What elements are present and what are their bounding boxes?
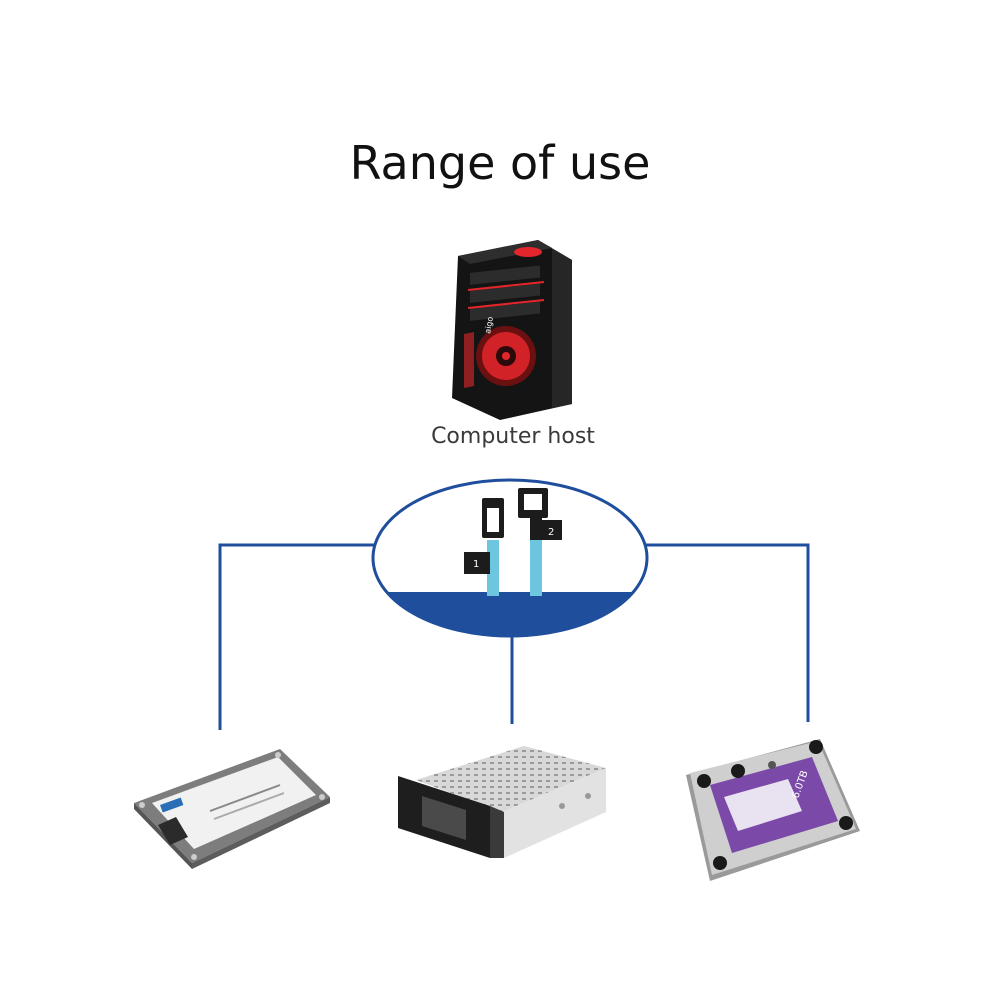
page-title: Range of use: [349, 136, 651, 190]
computer-host-image: aigo: [452, 240, 572, 420]
hard-disk-drive-icon: 6.0TB: [686, 739, 860, 881]
pc-tower-icon: aigo: [452, 240, 572, 420]
line-to-ssd: [218, 543, 376, 730]
ssd-drive-icon: [134, 749, 330, 869]
connector-lines: [218, 543, 810, 730]
line-to-hdd: [644, 543, 810, 722]
drive-bay-enclosure-icon: [398, 746, 606, 858]
pc-logo-text: aigo: [483, 316, 495, 335]
cable-oval: 1 2: [371, 478, 649, 638]
sata-cable-icon: 1 2: [464, 488, 562, 596]
host-caption: Computer host: [431, 424, 595, 449]
connector-label-2: 2: [548, 527, 554, 538]
connector-label-1: 1: [473, 559, 479, 570]
